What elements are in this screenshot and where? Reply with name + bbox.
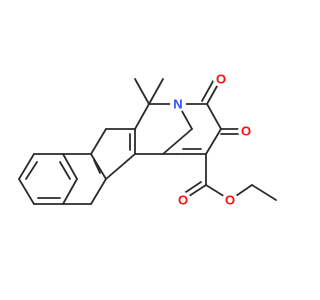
atom-bg — [238, 123, 254, 139]
bond — [206, 103, 222, 130]
bond — [18, 178, 35, 205]
structure-svg: N O O O O — [18, 71, 277, 208]
bond — [251, 184, 277, 201]
bond — [25, 161, 38, 180]
bond — [205, 128, 222, 155]
oxygen-atom-ketone: O — [241, 124, 251, 139]
nitrogen-atom: N — [173, 97, 182, 112]
molecule-diagram: N O O O O — [18, 71, 277, 208]
atom-bg — [213, 71, 229, 87]
oxygen-atom-ester-carbonyl: O — [178, 193, 188, 208]
bond — [162, 128, 193, 155]
atom-bg — [175, 192, 191, 208]
bond-layer — [18, 75, 277, 205]
bond — [18, 153, 35, 180]
bond — [90, 178, 107, 205]
bond — [90, 128, 107, 155]
bond — [93, 159, 101, 174]
bond — [134, 103, 150, 130]
bond — [134, 78, 150, 105]
bond — [105, 153, 136, 180]
bond — [62, 178, 78, 205]
atom-bg — [170, 96, 186, 112]
bond — [59, 161, 71, 180]
oxygen-atom-lactam: O — [216, 72, 226, 87]
bond — [148, 78, 164, 105]
atom-layer: N O O O O — [170, 71, 254, 208]
bond — [62, 153, 78, 180]
atom-bg — [222, 192, 238, 208]
oxygen-atom-ester-ether: O — [225, 193, 235, 208]
bond — [90, 153, 107, 180]
